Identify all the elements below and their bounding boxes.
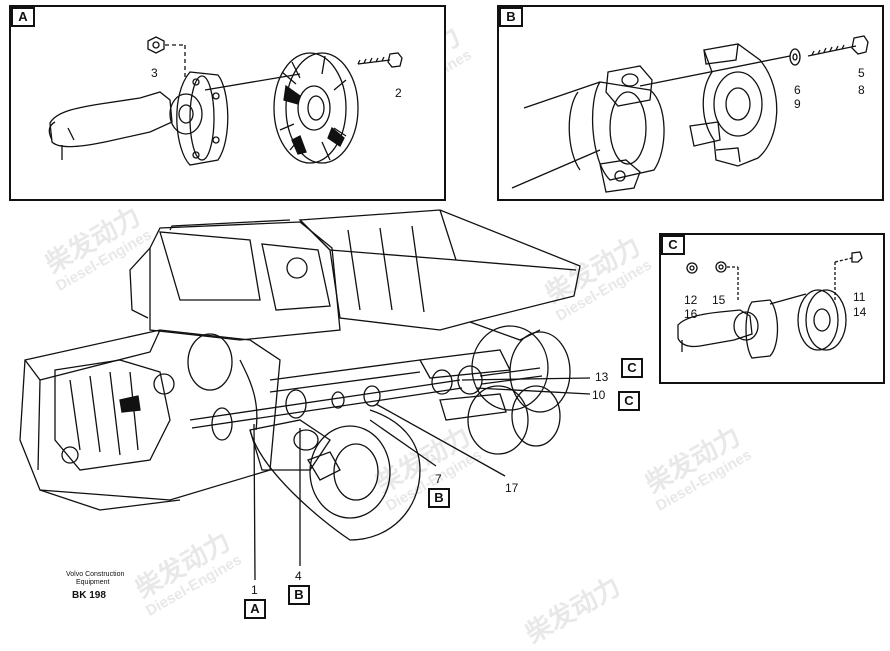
brand-line-2: Equipment bbox=[76, 579, 110, 586]
part-number-label: 14 bbox=[853, 305, 867, 319]
panel-a-label: A bbox=[11, 7, 35, 27]
part-number-label: 11 bbox=[853, 290, 866, 304]
panel-b-label: B bbox=[499, 7, 523, 27]
callout-a: A bbox=[244, 599, 266, 619]
part-number-label: 9 bbox=[794, 97, 801, 111]
part-number-label: 10 bbox=[592, 388, 606, 402]
part-number-label: 4 bbox=[295, 569, 302, 583]
part-number-label: 15 bbox=[712, 293, 726, 307]
panel-b-drawing bbox=[511, 35, 869, 193]
callout-b: B bbox=[288, 585, 310, 605]
panel-a-drawing bbox=[48, 36, 403, 166]
part-number-label: 1 bbox=[251, 583, 258, 597]
part-number-label: 6 bbox=[794, 83, 801, 97]
detail-panel-c bbox=[659, 233, 885, 384]
callout-b: B bbox=[428, 488, 450, 508]
part-number-label: 8 bbox=[858, 83, 865, 97]
part-number-label: 13 bbox=[595, 370, 609, 384]
part-number-label: 12 bbox=[684, 293, 698, 307]
part-number-label: 2 bbox=[395, 86, 402, 100]
callout-c: C bbox=[618, 391, 640, 411]
truck-drawing bbox=[19, 209, 591, 581]
part-number-label: 5 bbox=[858, 66, 865, 80]
part-number-label: 17 bbox=[505, 481, 519, 495]
brand-line-1: Volvo Construction bbox=[66, 571, 125, 578]
part-number-label: 16 bbox=[684, 307, 698, 321]
part-number-label: 7 bbox=[435, 472, 442, 486]
exploded-view-drawing bbox=[19, 35, 869, 581]
drawing-code: BK 198 bbox=[72, 590, 106, 601]
part-number-label: 3 bbox=[151, 66, 158, 80]
panel-c-label: C bbox=[661, 235, 685, 255]
detail-panel-b bbox=[497, 5, 884, 201]
callout-c: C bbox=[621, 358, 643, 378]
panel-c-drawing bbox=[677, 251, 863, 359]
